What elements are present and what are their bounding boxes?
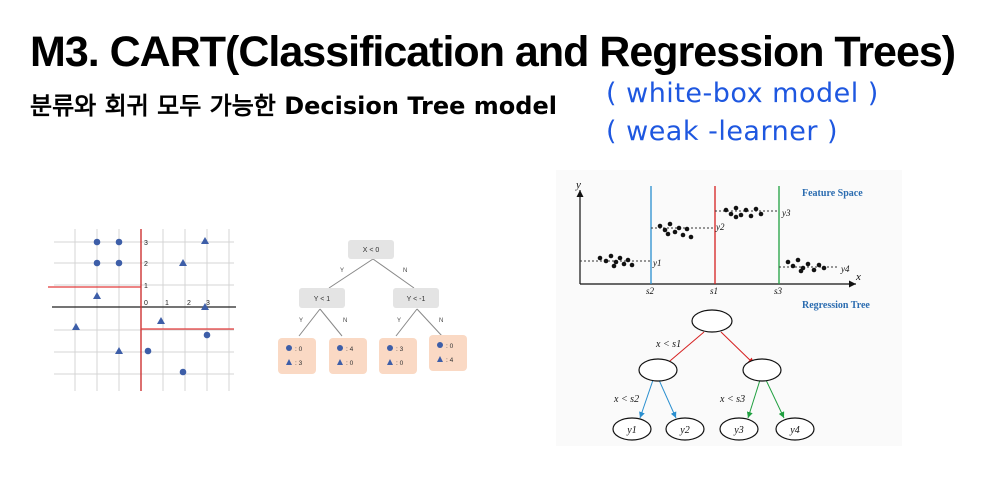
split-node-left bbox=[299, 288, 345, 308]
handwritten-note-white-box: ( white-box model ) bbox=[606, 78, 879, 109]
circle-point bbox=[203, 331, 211, 339]
branch-no-label: N bbox=[343, 318, 347, 324]
tree-leaf-label: y3 bbox=[733, 425, 743, 436]
leaf-node: : 4 : 0 bbox=[329, 338, 367, 374]
triangle-point bbox=[179, 259, 187, 266]
tree-condition-right: x < s3 bbox=[719, 394, 745, 405]
level-label-y4: y4 bbox=[840, 264, 850, 274]
triangle-point bbox=[201, 303, 209, 310]
tree-split-node bbox=[638, 358, 678, 382]
circle-point bbox=[93, 259, 101, 267]
tree-leaf-node bbox=[665, 417, 705, 441]
partition-scatter-plot: 0 1 2 3 3 2 1 bbox=[48, 229, 236, 391]
tree-condition-left: x < s2 bbox=[613, 394, 639, 405]
leaf-triangle-count: : 0 bbox=[346, 360, 354, 367]
circle-point bbox=[179, 368, 187, 376]
x-tick-label: 2 bbox=[187, 300, 191, 307]
root-node-label: X < 0 bbox=[363, 247, 380, 254]
leaf-triangle-count: : 0 bbox=[396, 360, 404, 367]
tree-root-node bbox=[691, 309, 733, 333]
y-tick-label: 2 bbox=[144, 261, 148, 268]
branch-yes-label: Y bbox=[340, 268, 344, 274]
triangle-point bbox=[93, 292, 101, 299]
level-label-y1: y1 bbox=[652, 258, 662, 268]
split-node-right-label: Y < -1 bbox=[407, 296, 426, 303]
split-label-s2: s2 bbox=[646, 286, 655, 296]
feature-space-label: Feature Space bbox=[802, 188, 863, 199]
branch-yes-label: Y bbox=[397, 318, 401, 324]
y-tick-label: 3 bbox=[144, 240, 148, 247]
split-label-s1: s1 bbox=[710, 286, 718, 296]
slide-title: M3. CART(Classification and Regression T… bbox=[30, 28, 956, 76]
axis-y-label: y bbox=[575, 179, 581, 191]
circle-point bbox=[115, 238, 123, 246]
regression-tree-figure: y x Feature Space s2 s1 s3 y1 y2 y3 y4 R… bbox=[556, 170, 902, 446]
y-tick-label: 1 bbox=[144, 283, 148, 290]
leaf-triangle-count: : 4 bbox=[446, 357, 454, 364]
split-node-right bbox=[393, 288, 439, 308]
tree-leaf-node bbox=[775, 417, 815, 441]
branch-no-label: N bbox=[403, 268, 407, 274]
level-label-y2: y2 bbox=[715, 222, 725, 232]
handwritten-note-weak-learner: ( weak -learner ) bbox=[606, 116, 839, 147]
leaf-circle-count: : 0 bbox=[446, 343, 454, 350]
split-label-s3: s3 bbox=[774, 286, 783, 296]
tree-leaf-node bbox=[719, 417, 759, 441]
root-node bbox=[348, 240, 394, 259]
leaf-triangle-count: : 3 bbox=[295, 360, 303, 367]
tree-condition-root: x < s1 bbox=[655, 339, 681, 350]
leaf-circle-count: : 4 bbox=[346, 346, 354, 353]
regression-tree-label: Regression Tree bbox=[802, 300, 870, 311]
tree-leaf-label: y2 bbox=[679, 425, 689, 436]
axis-x-label: x bbox=[855, 271, 861, 283]
tree-leaf-node bbox=[612, 417, 652, 441]
triangle-point bbox=[115, 347, 123, 354]
leaf-node: : 0 : 4 bbox=[429, 335, 467, 371]
leaf-node: : 0 : 3 bbox=[278, 338, 316, 374]
branch-yes-label: Y bbox=[299, 318, 303, 324]
circle-point bbox=[144, 347, 152, 355]
triangle-point bbox=[72, 323, 80, 330]
leaf-circle-count: : 3 bbox=[396, 346, 404, 353]
circle-point bbox=[115, 259, 123, 267]
x-tick-zero: 0 bbox=[144, 300, 148, 307]
classification-tree-diagram: Y N Y N Y N X < 0 Y < 1 Y < -1 : 0 : 3 :… bbox=[278, 240, 467, 374]
circle-point bbox=[93, 238, 101, 246]
slide-subtitle: 분류와 회귀 모두 가능한 Decision Tree model bbox=[30, 92, 557, 120]
leaf-node: : 3 : 0 bbox=[379, 338, 417, 374]
tree-leaf-label: y4 bbox=[789, 425, 799, 436]
x-tick-label: 3 bbox=[206, 300, 210, 307]
x-tick-label: 1 bbox=[165, 300, 169, 307]
level-label-y3: y3 bbox=[781, 208, 791, 218]
leaf-circle-count: : 0 bbox=[295, 346, 303, 353]
branch-no-label: N bbox=[439, 318, 443, 324]
tree-split-node bbox=[742, 358, 782, 382]
triangle-point bbox=[157, 317, 165, 324]
split-node-left-label: Y < 1 bbox=[314, 296, 331, 303]
tree-leaf-label: y1 bbox=[626, 425, 636, 436]
triangle-point bbox=[201, 237, 209, 244]
